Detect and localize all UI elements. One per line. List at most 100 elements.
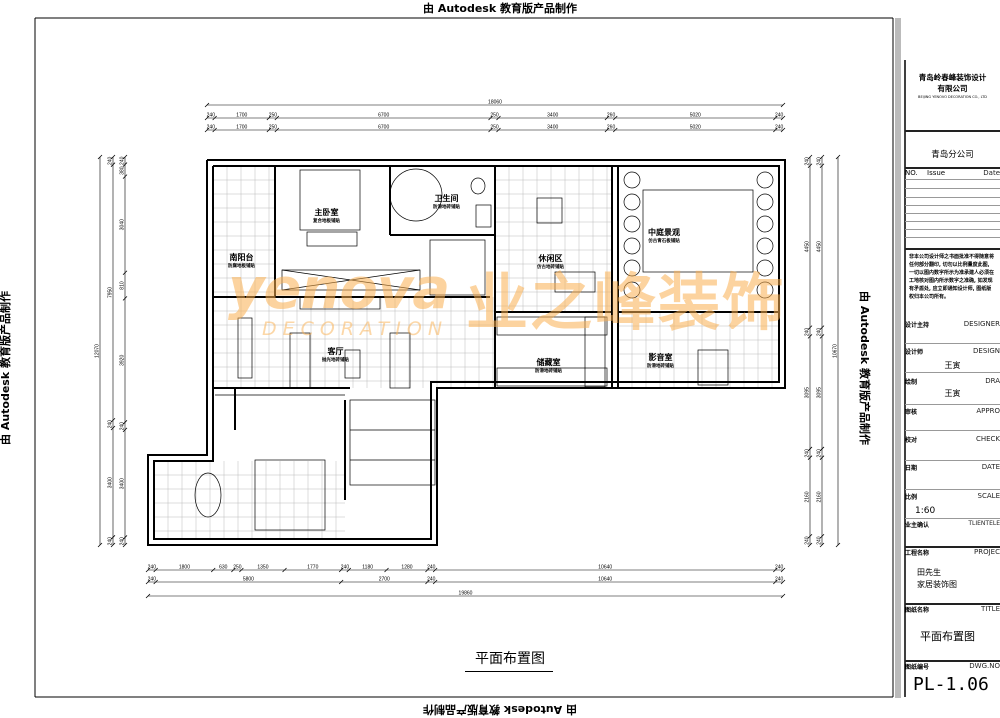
dimension-tick xyxy=(780,593,786,599)
dimension-label: 250 xyxy=(233,565,242,571)
plant-icon xyxy=(756,215,774,233)
dimension-label: 240 xyxy=(120,156,126,165)
dimension-label: 250 xyxy=(490,113,499,119)
plant-icon xyxy=(756,193,774,211)
dimension-tick xyxy=(122,270,128,276)
dimension-label: 10640 xyxy=(598,577,612,583)
dimension-tick xyxy=(122,420,128,425)
dimension-label: 240 xyxy=(148,565,157,571)
walls xyxy=(147,159,786,546)
dimension-label: 240 xyxy=(427,565,436,571)
plant-icon xyxy=(756,171,774,189)
dimension-label: 240 xyxy=(817,449,823,458)
tb-divider xyxy=(905,167,1000,169)
room-label-media-room: 影音室防滑地砖铺贴 xyxy=(647,353,674,369)
dimension-tick xyxy=(807,542,813,548)
dimension-label: 2700 xyxy=(379,577,390,583)
dimension-label: 240 xyxy=(108,156,114,165)
dimension-tick xyxy=(807,455,813,460)
dimension-tick xyxy=(496,127,501,133)
branch-name: 青岛分公司 xyxy=(931,150,974,160)
dimension-label: 240 xyxy=(817,536,823,545)
dimension-tick xyxy=(122,174,128,179)
dimension-tick xyxy=(338,579,344,585)
dimension-tick xyxy=(212,127,217,133)
dimension-label: 250 xyxy=(269,113,278,119)
dimension-tick xyxy=(110,417,116,423)
dimension-tick xyxy=(807,154,813,160)
sheet-frame xyxy=(34,17,906,698)
plant-icon xyxy=(623,215,641,233)
drawing-title: 平面布置图 xyxy=(475,651,545,667)
plant-icon xyxy=(623,281,641,299)
dimension-label: 3400 xyxy=(120,478,126,489)
plant-icon xyxy=(756,259,774,277)
dimension-tick xyxy=(807,325,813,330)
dimension-tick xyxy=(110,535,116,540)
dimension-tick xyxy=(338,567,344,573)
dimension-tick xyxy=(819,163,825,169)
dimension-label: 240 xyxy=(775,113,784,119)
dimension-label: 240 xyxy=(120,537,126,546)
dimension-label: 810 xyxy=(120,281,126,290)
dimension-label: 19860 xyxy=(459,591,473,597)
dimension-tick xyxy=(231,567,236,573)
dimension-tick xyxy=(488,115,493,121)
dimension-tick xyxy=(346,567,352,573)
dimension-label: 240 xyxy=(805,449,811,458)
dimension-tick xyxy=(819,325,825,330)
dimension-tick xyxy=(425,579,430,585)
plant-icon xyxy=(623,171,641,189)
dimension-tick xyxy=(819,334,825,339)
room-label-atrium: 中庭景观仿古青石板铺贴 xyxy=(648,228,680,244)
dimension-tick xyxy=(110,162,116,167)
dimension-tick xyxy=(807,163,813,169)
dimension-label: 240 xyxy=(775,125,784,131)
dimension-tick xyxy=(145,593,151,599)
dimension-label: 1350 xyxy=(257,565,268,571)
dimension-label: 10640 xyxy=(598,565,612,571)
dimension-tick xyxy=(274,115,280,121)
dimension-label: 1180 xyxy=(362,565,373,571)
dimension-label: 260 xyxy=(607,125,616,131)
copyright-notice: 非本公司设计师之书面批准不得随意将任何部分翻印, 切勿以比例量度此图, 一切以图… xyxy=(909,254,995,300)
brand-logo-chinese: 业之峰装饰 xyxy=(466,266,787,339)
project-line1: 田先生 xyxy=(917,568,941,577)
dimension-label: 7950 xyxy=(108,287,114,298)
dimension-label: 240 xyxy=(341,565,350,571)
dimension-label: 240 xyxy=(148,577,157,583)
dimension-tick xyxy=(110,542,116,548)
room-label-master-bedroom: 主卧室复合地板铺贴 xyxy=(313,208,340,224)
dimension-tick xyxy=(780,579,786,585)
room-label-storage: 储藏室防滑地砖铺贴 xyxy=(535,358,562,374)
dimension-label: 250 xyxy=(490,125,499,131)
dimension-label: 630 xyxy=(219,565,228,571)
furniture xyxy=(194,168,754,531)
dimension-tick xyxy=(122,542,128,548)
floor-tile-grid xyxy=(154,166,779,539)
dimension-tick xyxy=(835,542,841,548)
drawing-title-underline xyxy=(465,671,553,672)
dimension-label: 250 xyxy=(269,125,278,131)
dimension-tick xyxy=(145,567,151,573)
dimension-tick xyxy=(153,579,158,585)
dimension-tick xyxy=(488,127,493,133)
room-label-living-room: 客厅抛光地砖铺贴 xyxy=(322,347,349,363)
dimension-label: 3040 xyxy=(120,219,126,230)
dimension-tick xyxy=(604,127,610,133)
autodesk-watermark-left: 由 Autodesk 教育版产品制作 xyxy=(0,291,12,446)
dimension-tick xyxy=(145,579,151,585)
plant-icon xyxy=(756,237,774,255)
dimension-label: 10670 xyxy=(833,344,839,358)
dimension-tick xyxy=(122,427,128,433)
dimension-label: 240 xyxy=(207,125,216,131)
dimension-label: 2160 xyxy=(805,491,811,502)
dimension-tick xyxy=(773,567,778,573)
dimension-label: 240 xyxy=(775,565,784,571)
